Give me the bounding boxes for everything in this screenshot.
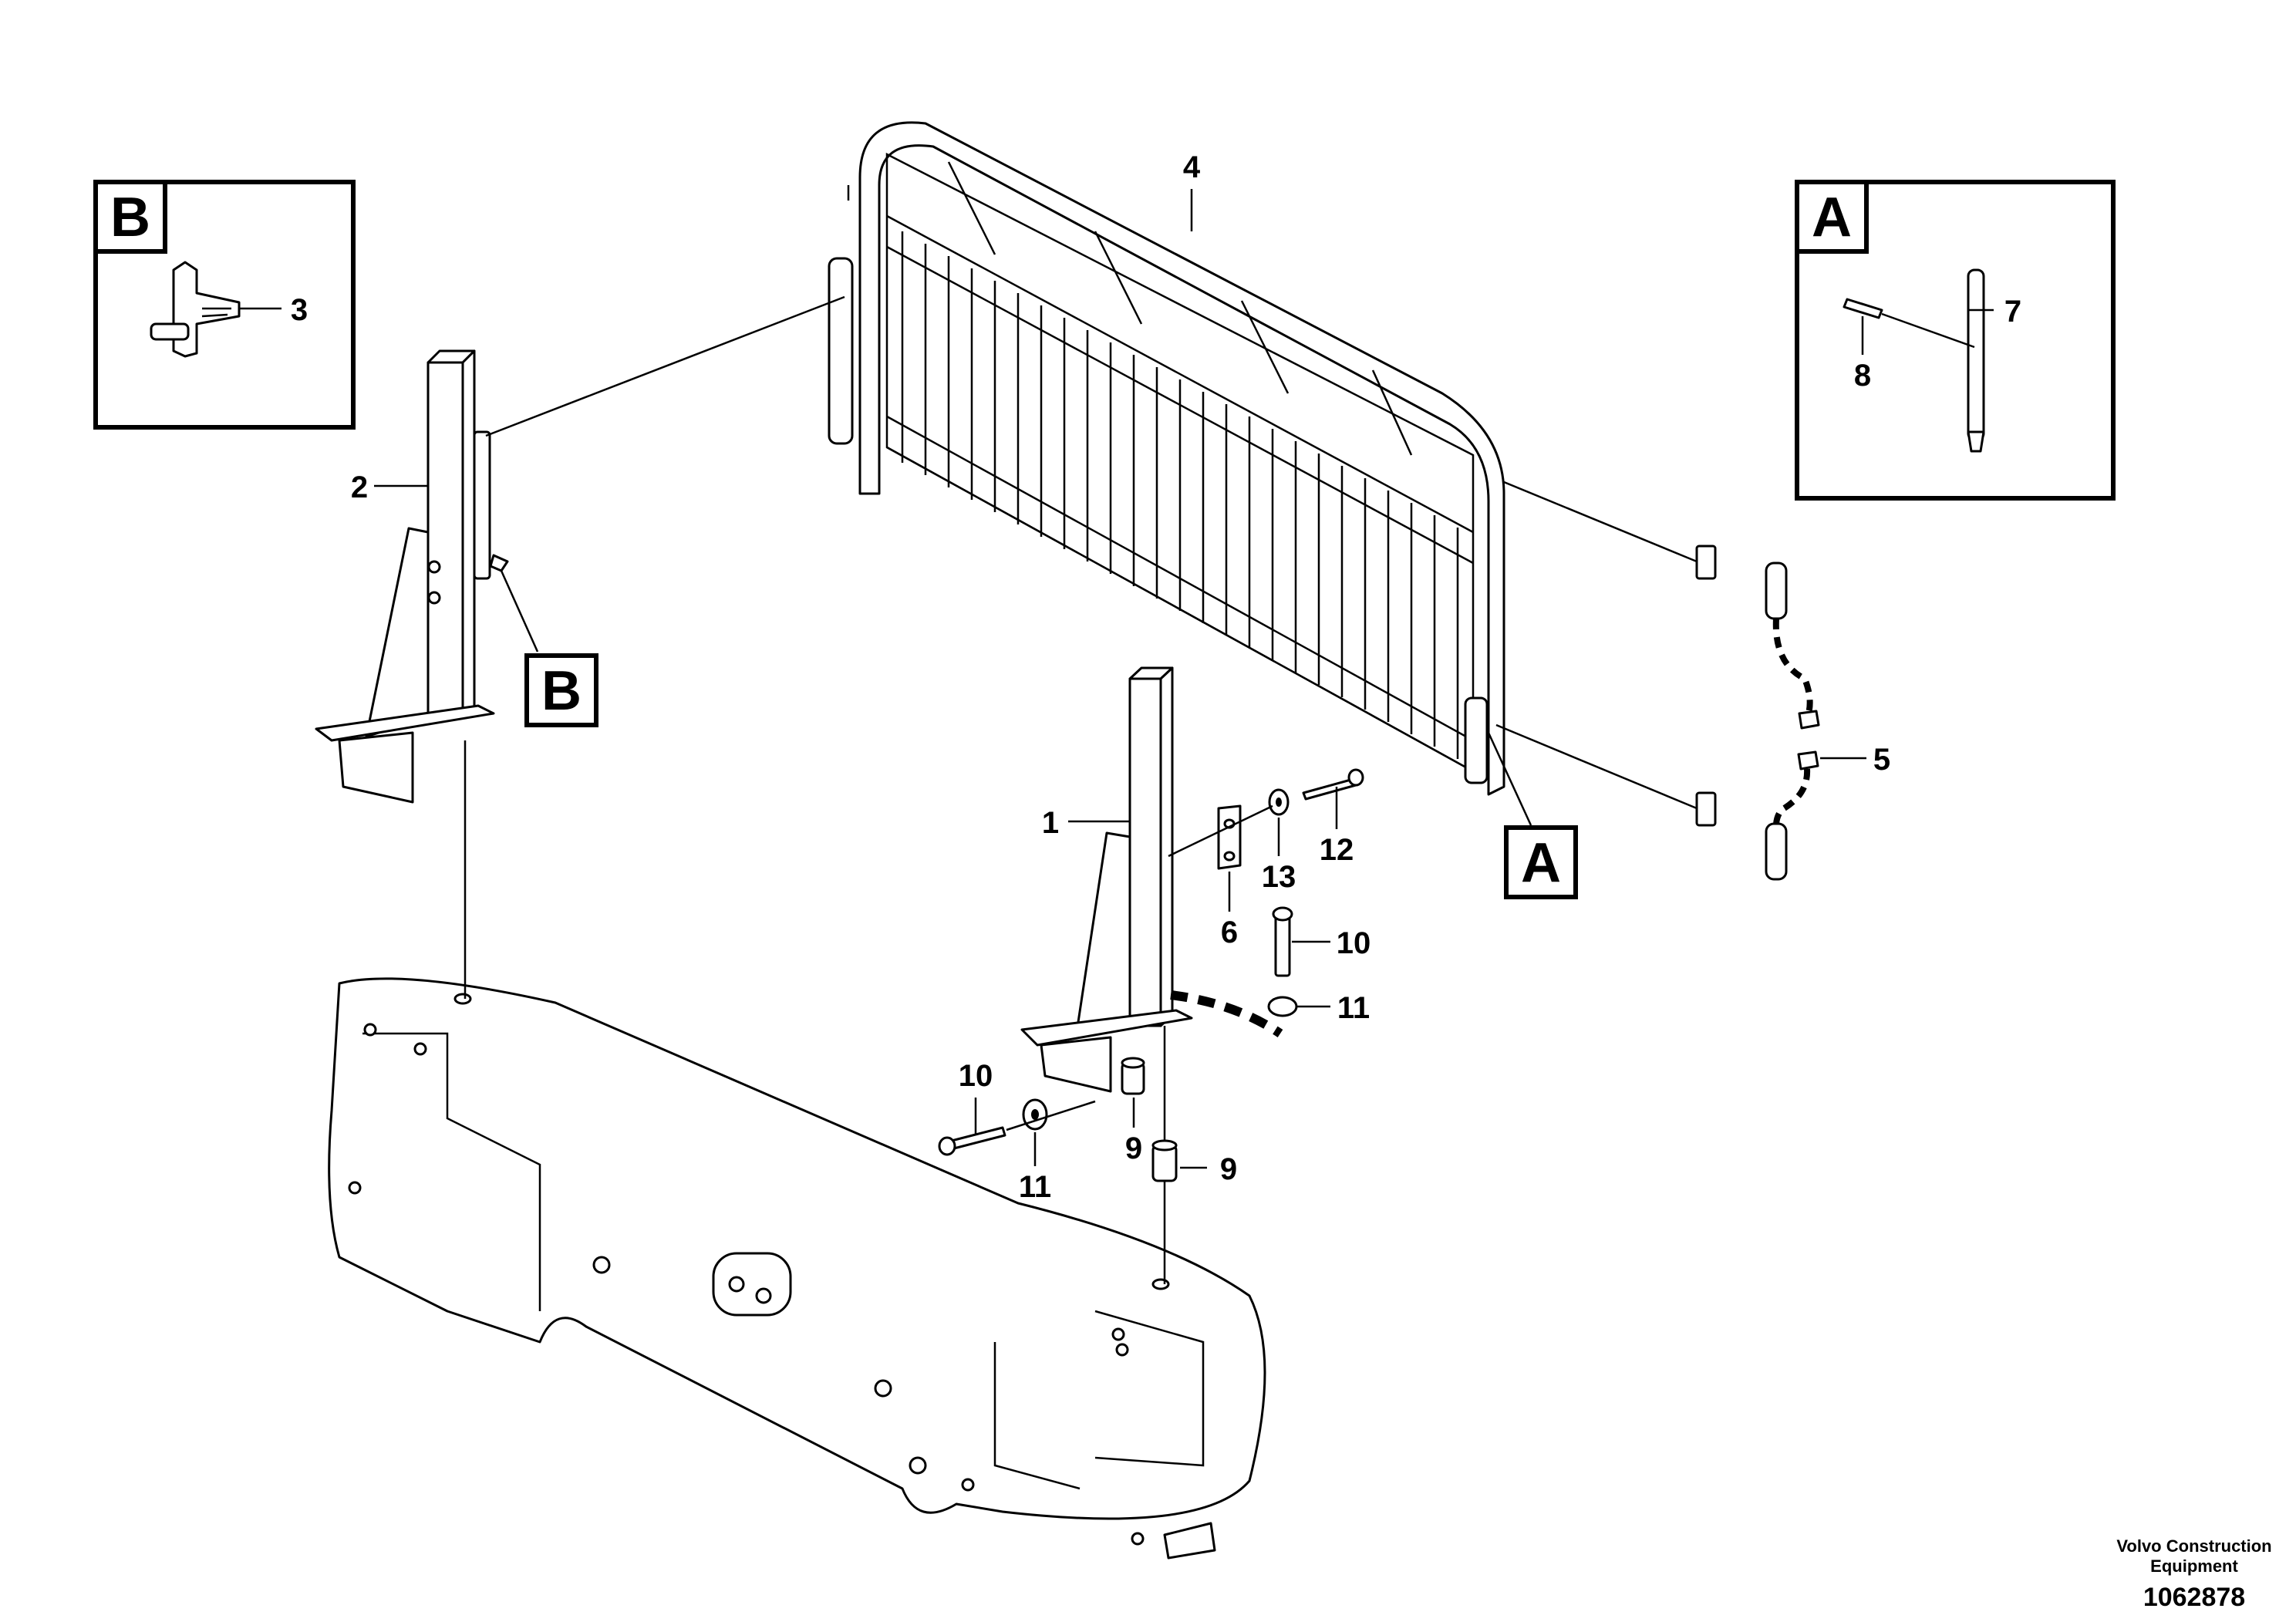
company-line-2: Equipment: [2150, 1556, 2238, 1576]
callout-10-left: 10: [959, 1059, 993, 1093]
pointer-box-a: A: [1487, 732, 1578, 899]
callout-8: 8: [1854, 359, 1871, 393]
callout-10-right: 10: [1337, 926, 1371, 960]
axle-housing: [328, 977, 1266, 1560]
callout-13: 13: [1262, 860, 1296, 894]
company-line-1: Volvo Construction: [2116, 1536, 2271, 1556]
callout-leaders: [239, 307, 1994, 1169]
pointer-box-b: B: [500, 570, 598, 727]
callout-2: 2: [351, 470, 368, 504]
detail-box-b-letter: B: [110, 187, 150, 248]
callout-9-left: 9: [1125, 1131, 1142, 1165]
callout-7: 7: [2004, 295, 2021, 329]
callout-3: 3: [291, 293, 308, 327]
grille-slats: [901, 231, 1459, 759]
right-bracket-post: [1020, 666, 1193, 1093]
detail-box-b: B: [93, 180, 356, 430]
drawing-number: 1062878: [2143, 1583, 2245, 1612]
callout-11-right: 11: [1337, 991, 1370, 1025]
callout-11-left: 11: [1019, 1170, 1051, 1204]
cotter-pin-part: [1843, 298, 1975, 349]
assembly-lines: [464, 185, 1698, 1284]
callout-5: 5: [1873, 743, 1890, 777]
callout-numbers: 1 2 3 4 5 6 7 8 9 9 10 10 11 11 12 13: [291, 150, 2021, 1204]
grille-guard: [828, 121, 1505, 796]
pointer-box-a-letter: A: [1521, 832, 1561, 894]
pointer-box-b-letter: B: [541, 660, 582, 722]
hardware-left-lower: [938, 1057, 1178, 1182]
lock-pin-part: [150, 261, 241, 358]
left-bracket-post: [315, 349, 509, 804]
hardware-right-lower: [1170, 906, 1298, 1037]
hardware-right-upper: [1168, 768, 1364, 870]
hinge-pin-part: [1967, 268, 1985, 453]
detail-box-a: A: [1795, 180, 2116, 501]
callout-4: 4: [1183, 150, 1201, 184]
callout-6: 6: [1221, 916, 1238, 949]
callout-9-right: 9: [1220, 1152, 1237, 1186]
callout-1: 1: [1042, 806, 1059, 840]
retaining-clips: [1695, 545, 1820, 881]
detail-box-a-letter: A: [1812, 187, 1852, 248]
footer: Volvo Construction Equipment 1062878: [2116, 1536, 2271, 1612]
callout-12: 12: [1320, 833, 1354, 867]
